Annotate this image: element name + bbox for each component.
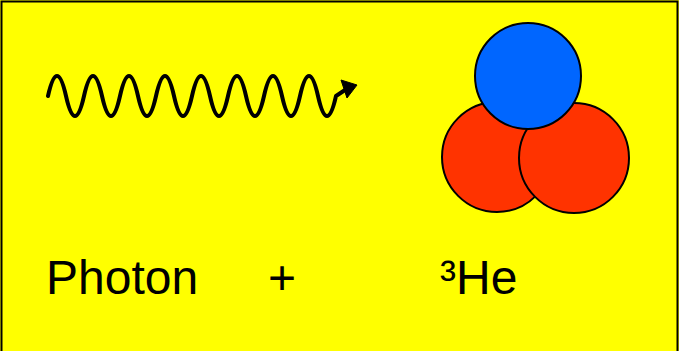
particle-label: Photon xyxy=(46,252,198,305)
neutron-circle xyxy=(475,23,581,129)
photon-arrowhead xyxy=(341,80,357,98)
nucleus-label: ³He xyxy=(440,252,517,305)
photon-wave xyxy=(48,76,345,116)
plus-sign: + xyxy=(268,252,296,305)
